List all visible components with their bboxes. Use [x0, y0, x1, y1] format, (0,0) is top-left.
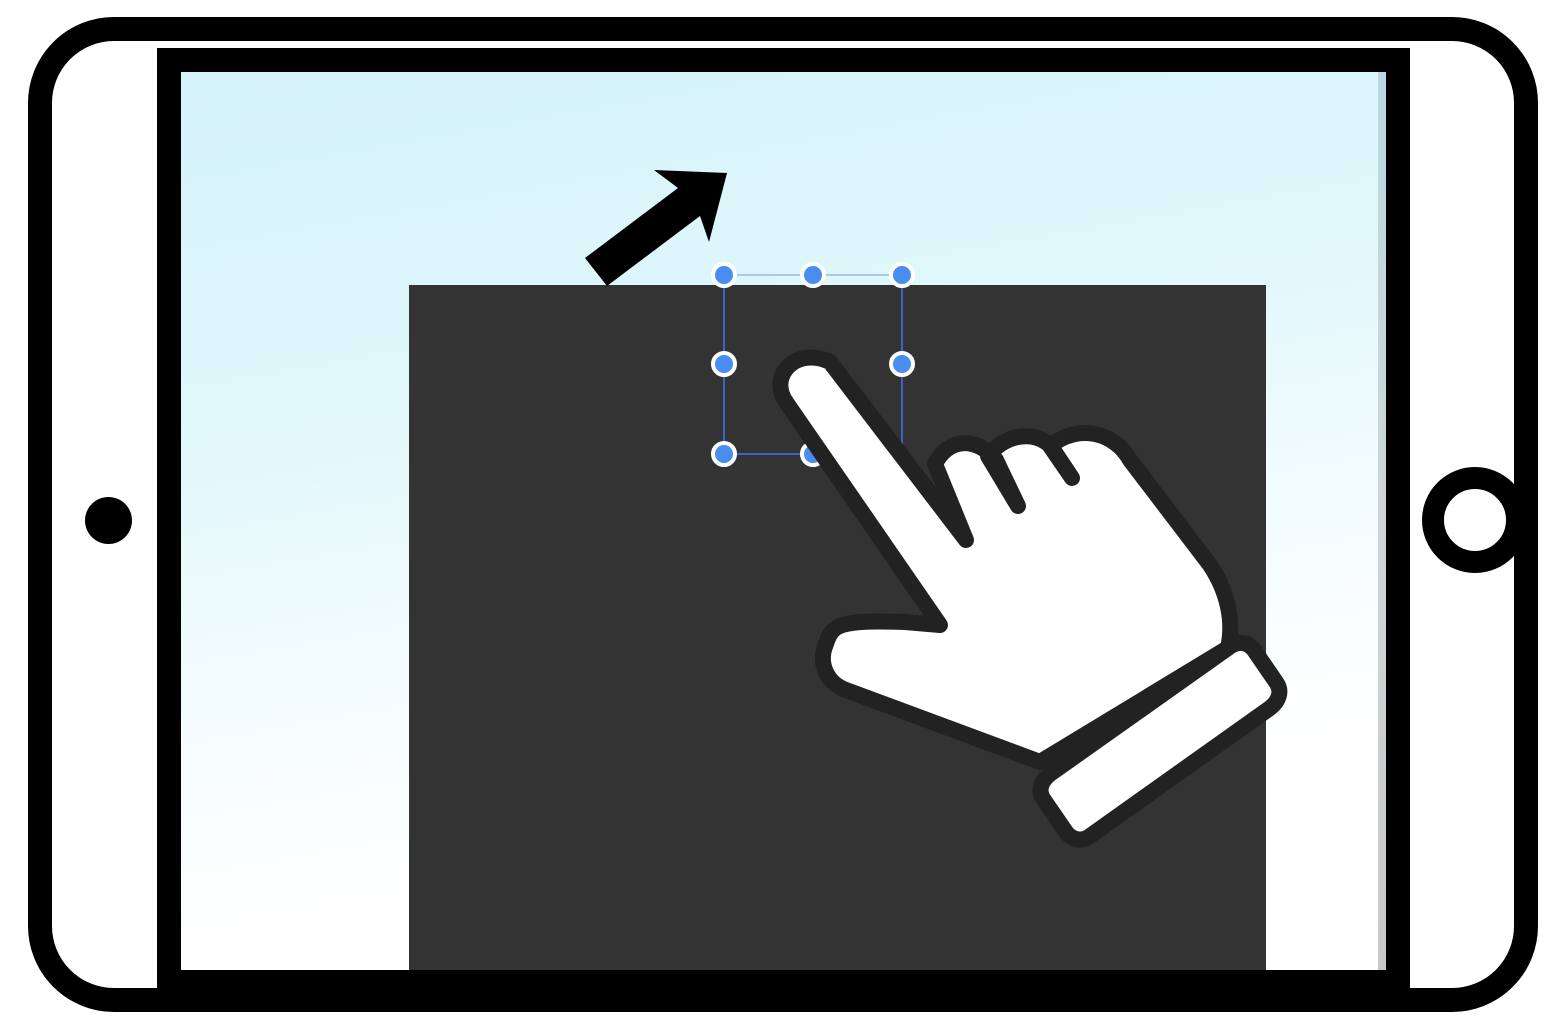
screen-edge: [1378, 72, 1386, 970]
content-panel: [409, 285, 1266, 970]
home-button[interactable]: [1422, 467, 1528, 573]
tablet-screen: [157, 48, 1410, 994]
camera-icon: [85, 497, 132, 544]
